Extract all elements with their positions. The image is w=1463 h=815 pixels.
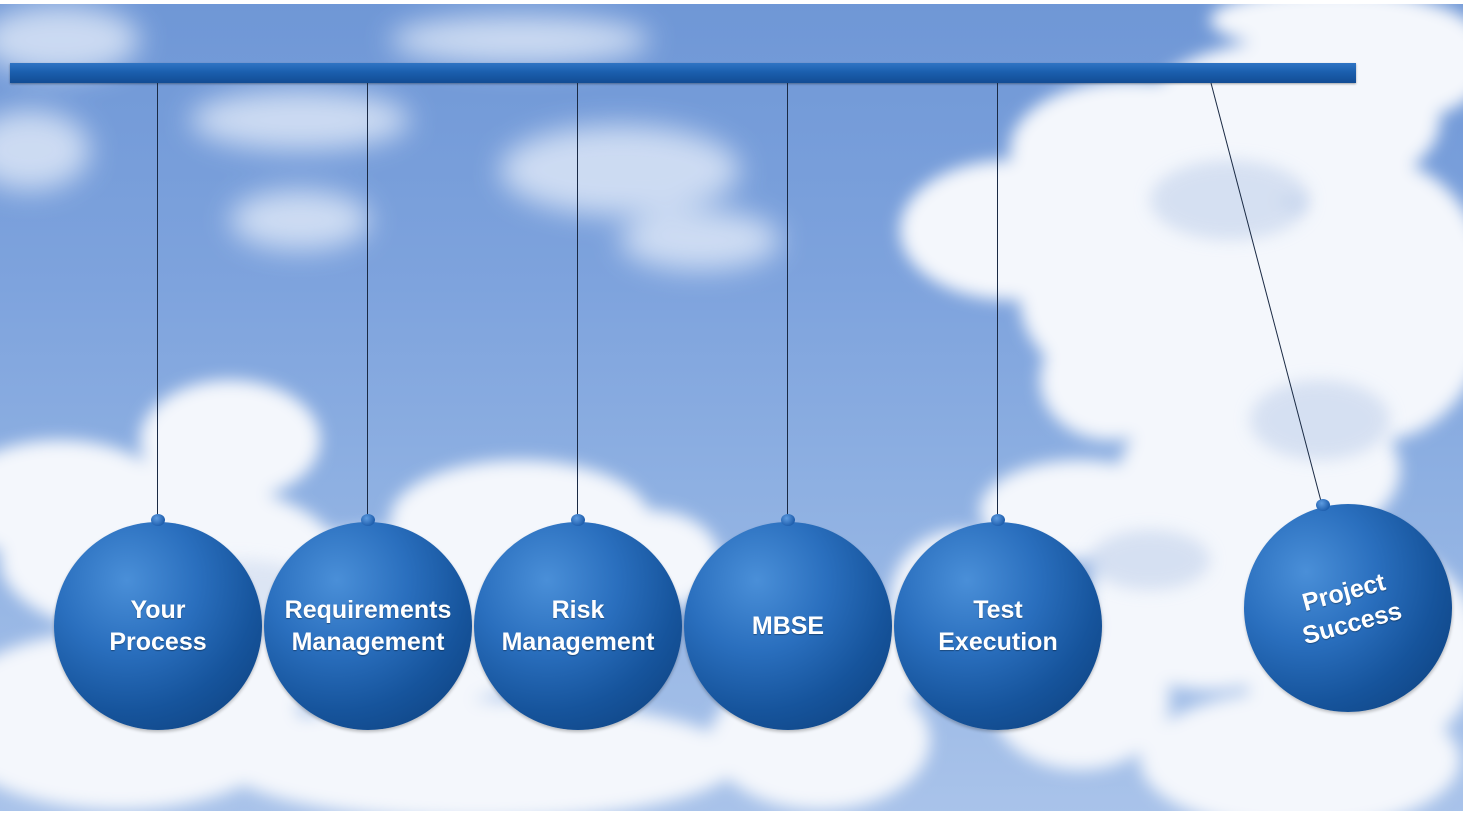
string-2 [367,83,368,520]
ball-knob [781,514,795,526]
ball-knob [151,514,165,526]
ball-knob [571,514,585,526]
ball-your-process: Your Process [54,522,262,730]
ball-label: MBSE [751,612,825,640]
string-4 [787,83,788,520]
ball-label: Requirements Management [284,596,452,656]
ball-mbse: MBSE [684,522,892,730]
ball-knob [1316,499,1330,511]
ball-risk-management: Risk Management [474,522,682,730]
ball-label: Risk Management [501,596,655,656]
string-3 [577,83,578,520]
top-border [0,0,1463,4]
ball-test-execution: Test Execution [894,522,1102,730]
ball-label: Test Execution [938,596,1058,656]
ball-requirements-management: Requirements Management [264,522,472,730]
ball-label: Project Success [1299,568,1405,651]
string-5 [997,83,998,520]
ball-knob [991,514,1005,526]
ball-knob [361,514,375,526]
ball-label: Your Process [109,596,207,656]
bottom-border [0,811,1463,815]
string-1 [157,83,158,520]
cradle-bar [10,63,1356,83]
